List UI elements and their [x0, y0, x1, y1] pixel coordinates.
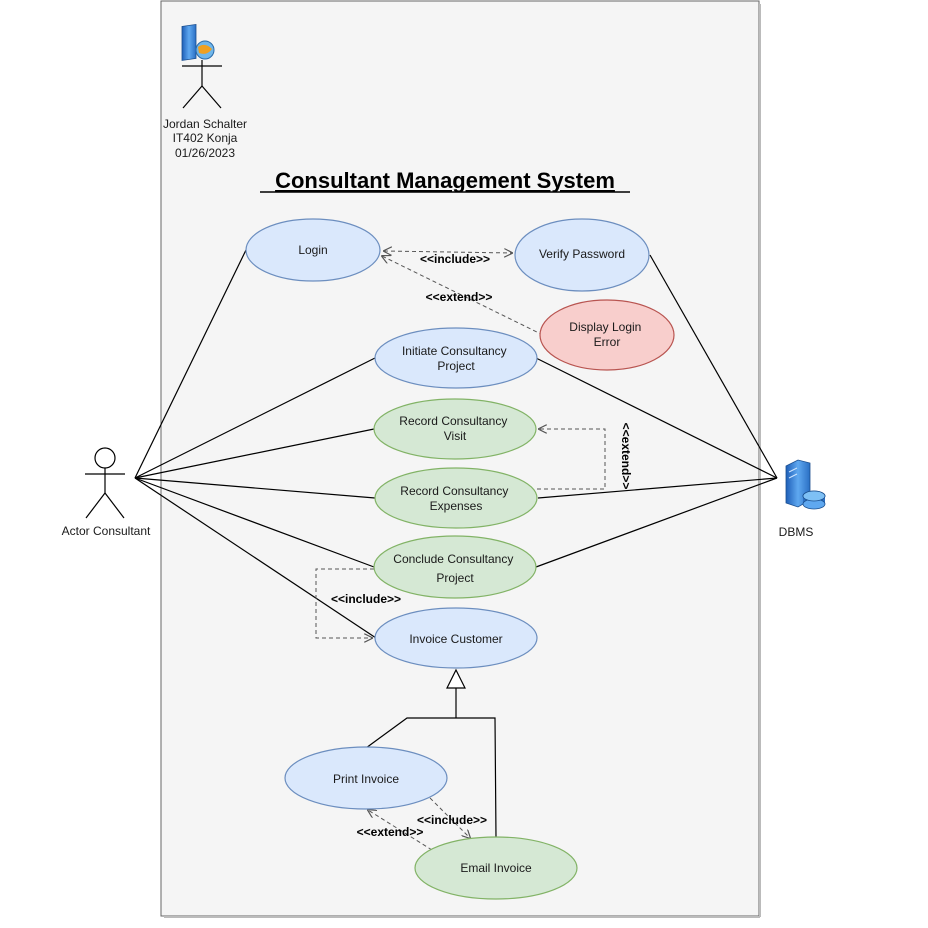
use-case-record-visit-line1: Record Consultancy [399, 414, 507, 428]
use-case-initiate-project[interactable]: Initiate Consultancy Project [374, 327, 538, 389]
svg-text:Print Invoice: Print Invoice [333, 772, 399, 786]
use-case-record-expenses-line2: Expenses [430, 499, 483, 513]
label-include-print: <<include>> [417, 813, 487, 827]
use-case-initiate-project-line2: Project [437, 359, 475, 373]
use-case-conclude-project-line1: Conclude Consultancy [393, 552, 513, 566]
author-date: 01/26/2023 [175, 146, 235, 160]
svg-text:Login: Login [298, 243, 327, 257]
use-case-display-login-error-line1: Display Login [569, 320, 641, 334]
use-case-display-login-error-line2: Error [594, 335, 621, 349]
server-with-globe-icon [181, 23, 215, 61]
use-case-email-invoice[interactable]: Email Invoice [414, 836, 578, 900]
use-case-record-expenses[interactable]: Record Consultancy Expenses [374, 467, 538, 529]
use-case-conclude-project[interactable]: Conclude Consultancy Project [373, 535, 537, 599]
use-case-initiate-project-line1: Initiate Consultancy [402, 344, 507, 358]
svg-text:Display Login Error: Display Login Error [569, 320, 644, 349]
system-title: Consultant Management System [275, 168, 615, 193]
svg-text:Record Consultancy Visit: Record Consultancy Visit [399, 414, 510, 443]
use-case-record-visit-line2: Visit [444, 429, 467, 443]
svg-text:Initiate Consultancy Pro: Initiate Consultancy Project [402, 344, 510, 373]
svg-text:Verify Password: Verify Password [539, 247, 625, 261]
generalization [365, 668, 497, 839]
label-extend-visit: <<extend>> [619, 423, 633, 490]
label-include-login: <<include>> [420, 252, 490, 266]
use-case-login-label: Login [298, 243, 327, 257]
use-case-login[interactable]: Login [245, 218, 381, 282]
label-extend-login: <<extend>> [426, 290, 493, 304]
use-case-record-visit[interactable]: Record Consultancy Visit [373, 398, 537, 460]
use-case-invoice-customer-label: Invoice Customer [409, 632, 502, 646]
use-case-invoice-customer[interactable]: Invoice Customer [374, 607, 538, 669]
label-include-invoice: <<include>> [331, 592, 401, 606]
svg-text:Conclude Consultancy Pro: Conclude Consultancy Project [393, 552, 516, 585]
actor-consultant[interactable]: Actor Consultant [62, 447, 151, 538]
use-case-email-invoice-label: Email Invoice [460, 861, 532, 875]
svg-text:Record Consultancy Expen: Record Consultancy Expenses [400, 484, 511, 513]
use-case-conclude-project-line2: Project [436, 571, 474, 585]
use-case-display-login-error[interactable]: Display Login Error [539, 299, 675, 371]
use-case-record-expenses-line1: Record Consultancy [400, 484, 508, 498]
author-name: Jordan Schalter [163, 117, 247, 131]
svg-text:Email Invoice: Email Invoice [460, 861, 532, 875]
actor-consultant-label: Actor Consultant [62, 524, 151, 538]
consultant-associations [134, 249, 377, 639]
label-extend-print: <<extend>> [357, 825, 424, 839]
actor-dbms[interactable]: DBMS [779, 459, 826, 539]
svg-text:Invoice Customer: Invoice Customer [409, 632, 502, 646]
database-server-icon [785, 459, 826, 510]
author-course: IT402 Konja [173, 131, 238, 145]
use-case-verify-password-label: Verify Password [539, 247, 625, 261]
actor-dbms-label: DBMS [779, 525, 814, 539]
use-case-verify-password[interactable]: Verify Password [514, 218, 650, 292]
relationship-lines [315, 251, 606, 851]
dbms-associations [535, 254, 778, 568]
use-case-print-invoice-label: Print Invoice [333, 772, 399, 786]
use-case-print-invoice[interactable]: Print Invoice [284, 746, 448, 810]
author-figure: Jordan Schalter IT402 Konja 01/26/2023 [163, 23, 247, 160]
